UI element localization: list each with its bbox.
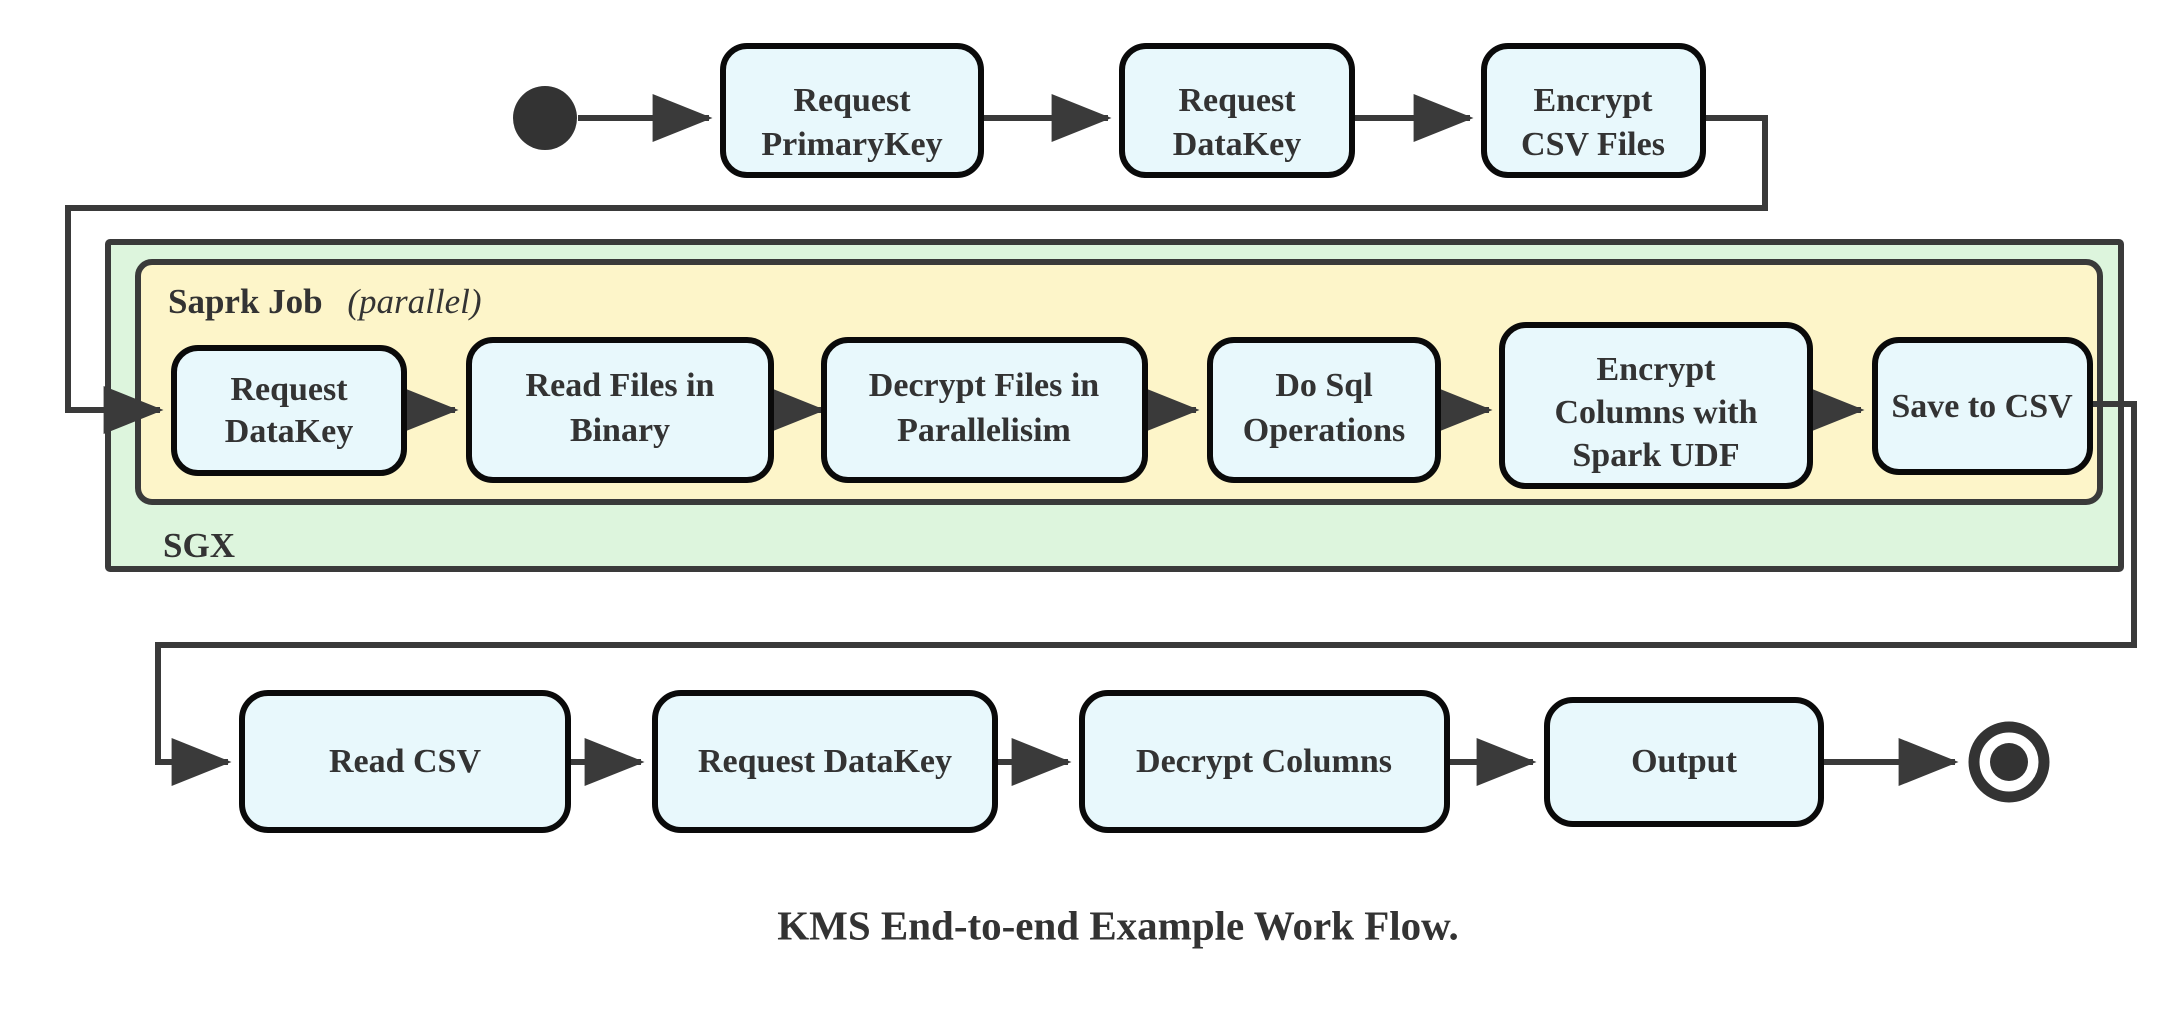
node-encrypt-columns-with-spark-udf-line1: Encrypt [1597, 351, 1717, 388]
node-output-line1: Output [1631, 743, 1737, 780]
node-decrypt-files-in-parallelisim[interactable]: Decrypt Files in Parallelisim [821, 337, 1148, 483]
node-request-primarykey[interactable]: Request PrimaryKey [720, 43, 984, 178]
node-decrypt-files-in-parallelisim-line2: Parallelisim [897, 412, 1071, 449]
node-encrypt-columns-with-spark-udf-line3: Spark UDF [1572, 437, 1739, 474]
node-request-datakey-top-line2: DataKey [1173, 126, 1301, 163]
node-encrypt-columns-with-spark-udf[interactable]: Encrypt Columns with Spark UDF [1499, 322, 1813, 489]
node-read-files-in-binary-line1: Read Files in [526, 367, 715, 404]
edge-encrypt-csv-files-to-request-datakey-spark [65, 115, 1768, 434]
node-do-sql-operations[interactable]: Do Sql Operations [1207, 337, 1441, 483]
node-request-datakey-bottom-line1: Request DataKey [698, 743, 952, 780]
node-decrypt-columns[interactable]: Decrypt Columns [1079, 690, 1450, 833]
node-request-datakey-spark-line2: DataKey [225, 413, 353, 450]
node-output[interactable]: Output [1544, 697, 1824, 827]
diagram-caption: KMS End-to-end Example Work Flow. [777, 902, 1459, 948]
node-decrypt-columns-line1: Decrypt Columns [1136, 743, 1392, 780]
node-encrypt-csv-files[interactable]: Encrypt CSV Files [1481, 43, 1706, 178]
spark-job-title: Saprk Job [168, 282, 323, 321]
node-read-files-in-binary-line2: Binary [570, 412, 670, 449]
node-decrypt-files-in-parallelisim-line1: Decrypt Files in [869, 367, 1099, 404]
node-save-to-csv[interactable]: Save to CSV [1872, 337, 2093, 475]
node-request-primarykey-line2: PrimaryKey [761, 126, 942, 163]
node-request-primarykey-line1: Request [793, 82, 911, 119]
node-read-csv-line1: Read CSV [329, 743, 482, 780]
node-request-datakey-top[interactable]: Request DataKey [1119, 43, 1355, 178]
spark-job-qualifier: (parallel) [347, 282, 481, 321]
node-encrypt-csv-files-line1: Encrypt [1534, 82, 1654, 119]
node-request-datakey-bottom[interactable]: Request DataKey [652, 690, 998, 833]
node-request-datakey-spark[interactable]: Request DataKey [171, 345, 407, 476]
edge-save-to-csv-to-read-csv [155, 401, 2137, 786]
node-request-datakey-spark-line1: Request [230, 371, 348, 408]
node-read-csv[interactable]: Read CSV [239, 690, 571, 833]
sgx-group-label: SGX [163, 526, 235, 565]
end-node-icon [1968, 721, 2050, 803]
node-request-datakey-top-line1: Request [1178, 82, 1296, 119]
spark-job-group-label: Saprk Job (parallel) [168, 282, 482, 321]
node-do-sql-operations-line2: Operations [1243, 412, 1405, 449]
node-encrypt-columns-with-spark-udf-line2: Columns with [1554, 394, 1757, 431]
node-read-files-in-binary[interactable]: Read Files in Binary [466, 337, 774, 483]
node-encrypt-csv-files-line2: CSV Files [1521, 126, 1665, 163]
node-do-sql-operations-line1: Do Sql [1275, 367, 1372, 404]
start-node-icon [513, 86, 577, 150]
node-save-to-csv-line1: Save to CSV [1891, 388, 2073, 425]
